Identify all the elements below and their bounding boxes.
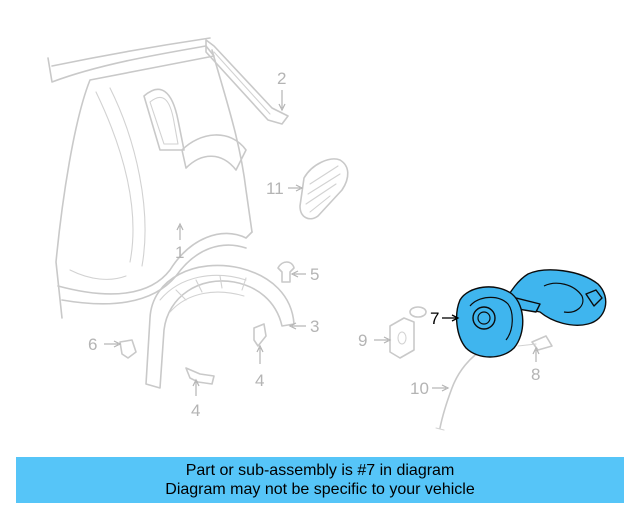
callout-9: 9 [358,331,392,350]
banner-line-disclaimer: Diagram may not be specific to your vehi… [165,481,475,498]
callout-4a: 4 [255,344,264,390]
callout-11: 11 [266,179,304,198]
callout-1: 1 [175,222,184,262]
svg-text:9: 9 [358,331,367,350]
svg-text:2: 2 [277,69,286,88]
svg-text:11: 11 [266,179,284,198]
svg-text:7: 7 [430,309,439,328]
svg-text:10: 10 [410,379,429,398]
vent-grille-part [299,158,349,220]
svg-text:6: 6 [88,335,97,354]
callout-2: 2 [277,69,286,112]
callout-5: 5 [290,265,319,284]
callout-6: 6 [88,335,122,354]
release-cable-part [435,347,487,431]
fasteners [119,261,553,385]
svg-text:1: 1 [175,243,184,262]
svg-text:8: 8 [531,365,540,384]
svg-text:4: 4 [255,371,264,390]
svg-text:5: 5 [310,265,319,284]
callout-10: 10 [410,379,450,398]
svg-text:4: 4 [191,401,200,420]
bracket-part [389,306,427,359]
callout-3: 3 [288,317,319,336]
svg-text:3: 3 [310,317,319,336]
banner-line-part-number: Part or sub-assembly is #7 in diagram [185,462,455,479]
callout-7: 7 [430,309,460,328]
quarter-panel-part [47,37,253,319]
wheelhouse-liner-part [145,264,295,389]
pillar-trim-part [205,39,289,125]
fuel-door-assembly-part [455,269,607,358]
callout-4b: 4 [191,378,200,420]
info-banner: Part or sub-assembly is #7 in diagram Di… [16,457,624,503]
callout-8: 8 [531,346,540,384]
